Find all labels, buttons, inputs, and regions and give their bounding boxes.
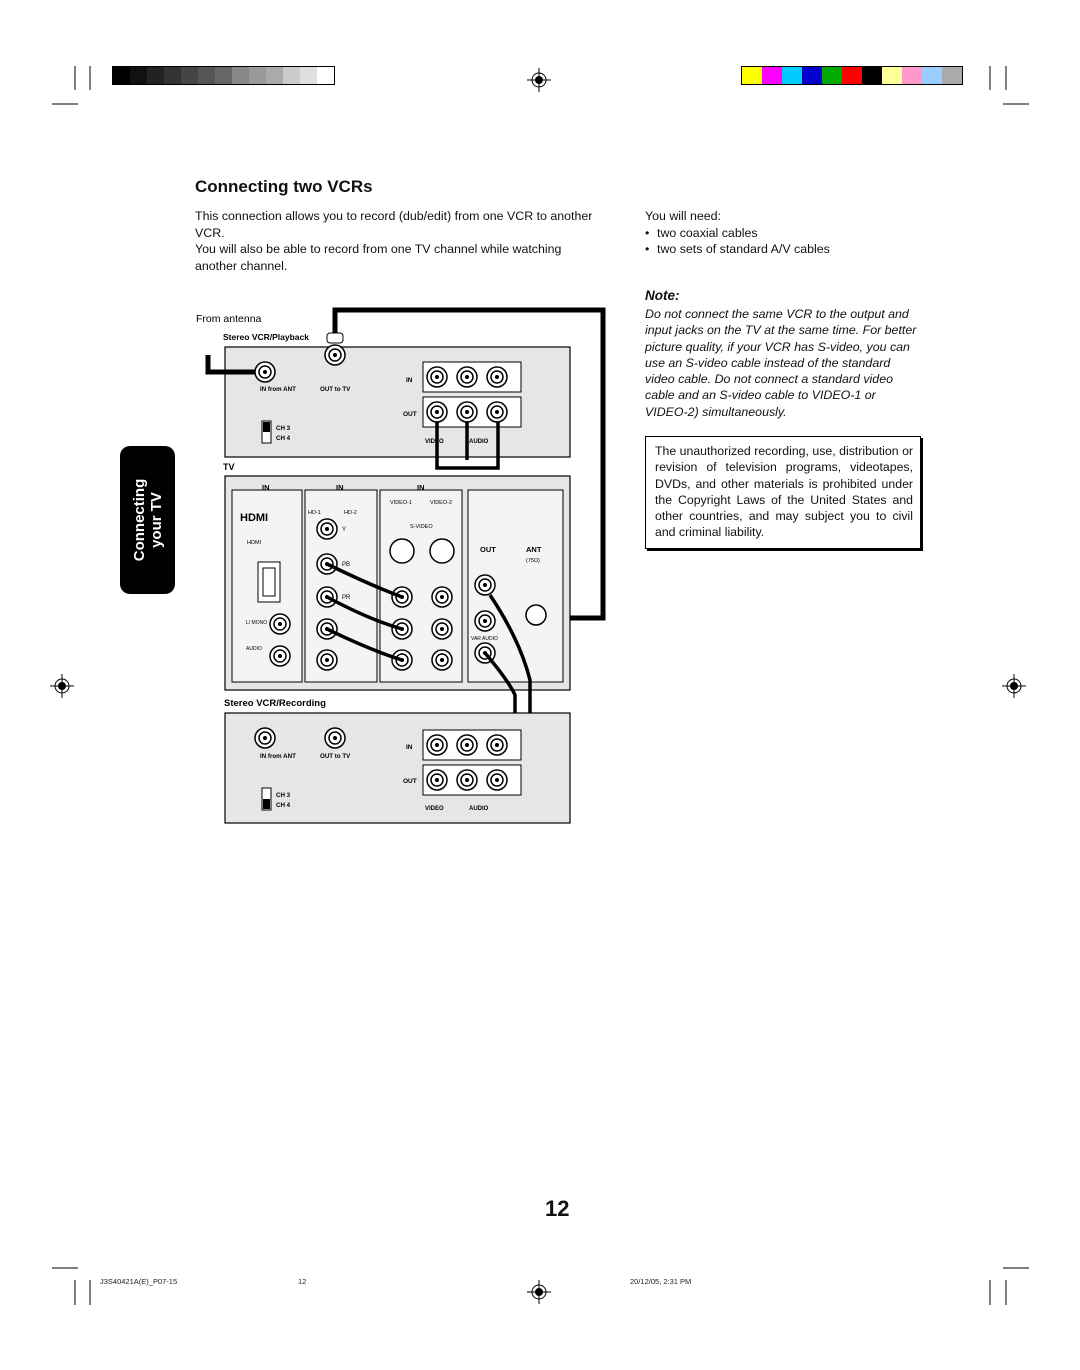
calibration-swatch (922, 67, 942, 84)
hdmi-label: HDMI (247, 540, 262, 546)
out-label: OUT (403, 778, 417, 785)
out-to-tv-label: OUT to TV (320, 753, 351, 760)
audio-tv-label: AUDIO (246, 646, 262, 652)
y-label: Y (342, 527, 346, 533)
hd1-label: HD-1 (308, 510, 321, 516)
calibration-swatch (300, 67, 317, 84)
intro-paragraph: This connection allows you to record (du… (195, 209, 593, 240)
calibration-swatch (902, 67, 922, 84)
requirement-item: two sets of standard A/V cables (645, 241, 945, 258)
tv-in-label: IN (336, 483, 344, 492)
calibration-swatch (266, 67, 283, 84)
registration-target-icon (527, 68, 551, 92)
calibration-swatch (113, 67, 130, 84)
calibration-swatch (181, 67, 198, 84)
calibration-swatch (317, 67, 334, 84)
tv-in-label: IN (417, 483, 425, 492)
calibration-swatch (762, 67, 782, 84)
section-tab: Connecting your TV (120, 446, 175, 594)
vcr-playback-label: Stereo VCR/Playback (223, 332, 309, 342)
calibration-swatch (249, 67, 266, 84)
from-antenna-label: From antenna (196, 313, 262, 325)
hdmi-logo: HDMI (240, 512, 268, 524)
calibration-swatch (842, 67, 862, 84)
intro-paragraph: You will also be able to record from one… (195, 242, 562, 273)
connection-diagram: From antenna Stereo VCR/Playback IN from… (196, 307, 606, 824)
registration-target-icon (527, 1280, 551, 1304)
note-heading: Note: (645, 288, 680, 303)
ohm-label: (75Ω) (526, 558, 540, 564)
hd2-label: HD-2 (344, 510, 357, 516)
calibration-swatch (147, 67, 164, 84)
calibration-swatch (232, 67, 249, 84)
audio-label: AUDIO (469, 806, 489, 812)
calibration-swatch (215, 67, 232, 84)
video-label: VIDEO (425, 439, 444, 445)
page-number: 12 (545, 1196, 570, 1221)
ch4-label: CH 4 (276, 435, 291, 442)
video-label: VIDEO (425, 806, 444, 812)
calibration-swatch (198, 67, 215, 84)
section-tab-line: your TV (147, 492, 165, 548)
tv-in-label: IN (262, 483, 270, 492)
calibration-swatch (164, 67, 181, 84)
footer-file: J3S40421A(E)_P07-15 (100, 1277, 178, 1286)
gray-calibration-bar (112, 66, 335, 85)
video2-label: VIDEO-2 (430, 500, 452, 506)
pr-label: PR (342, 595, 351, 601)
calibration-swatch (882, 67, 902, 84)
video1-label: VIDEO-1 (390, 500, 412, 506)
calibration-swatch (130, 67, 147, 84)
calibration-swatch (283, 67, 300, 84)
in-label: IN (406, 744, 413, 751)
section-tab-line: Connecting (130, 478, 148, 562)
ch4-label: CH 4 (276, 802, 291, 809)
l-mono-label: L/ MONO (246, 620, 267, 626)
calibration-swatch (782, 67, 802, 84)
vcr-recording-label: Stereo VCR/Recording (224, 698, 326, 709)
out-to-tv-label: OUT to TV (320, 386, 351, 393)
audio-label: AUDIO (469, 439, 489, 445)
ant-label: ANT (526, 545, 542, 554)
requirements: You will need: two coaxial cables two se… (645, 208, 945, 258)
tv-label: TV (223, 462, 235, 472)
copyright-warning: The unauthorized recording, use, distrib… (645, 436, 921, 549)
calibration-swatch (862, 67, 882, 84)
svideo-label: S-VIDEO (410, 524, 433, 530)
requirements-heading: You will need: (645, 209, 722, 223)
calibration-swatch (742, 67, 762, 84)
calibration-swatch (942, 67, 962, 84)
footer-date: 20/12/05, 2:31 PM (630, 1277, 692, 1286)
in-from-ant-label: IN from ANT (260, 386, 296, 393)
calibration-swatch (802, 67, 822, 84)
registration-target-icon (50, 674, 74, 698)
in-from-ant-label: IN from ANT (260, 753, 296, 760)
note-text: Do not connect the same VCR to the outpu… (645, 307, 917, 419)
calibration-swatch (822, 67, 842, 84)
section-tab-label: Connecting your TV (131, 479, 165, 562)
tv-out-label: OUT (480, 545, 496, 554)
pb-label: PB (342, 562, 350, 568)
in-label: IN (406, 377, 413, 384)
registration-target-icon (1002, 674, 1026, 698)
ch3-label: CH 3 (276, 425, 291, 432)
footer-page: 12 (298, 1277, 307, 1286)
out-label: OUT (403, 411, 417, 418)
page-title: Connecting two VCRs (195, 177, 373, 196)
intro-text: This connection allows you to record (du… (195, 208, 600, 274)
var-audio-label: VAR AUDIO (471, 636, 498, 642)
requirement-item: two coaxial cables (645, 225, 945, 242)
color-calibration-bar (741, 66, 963, 85)
ch3-label: CH 3 (276, 792, 291, 799)
